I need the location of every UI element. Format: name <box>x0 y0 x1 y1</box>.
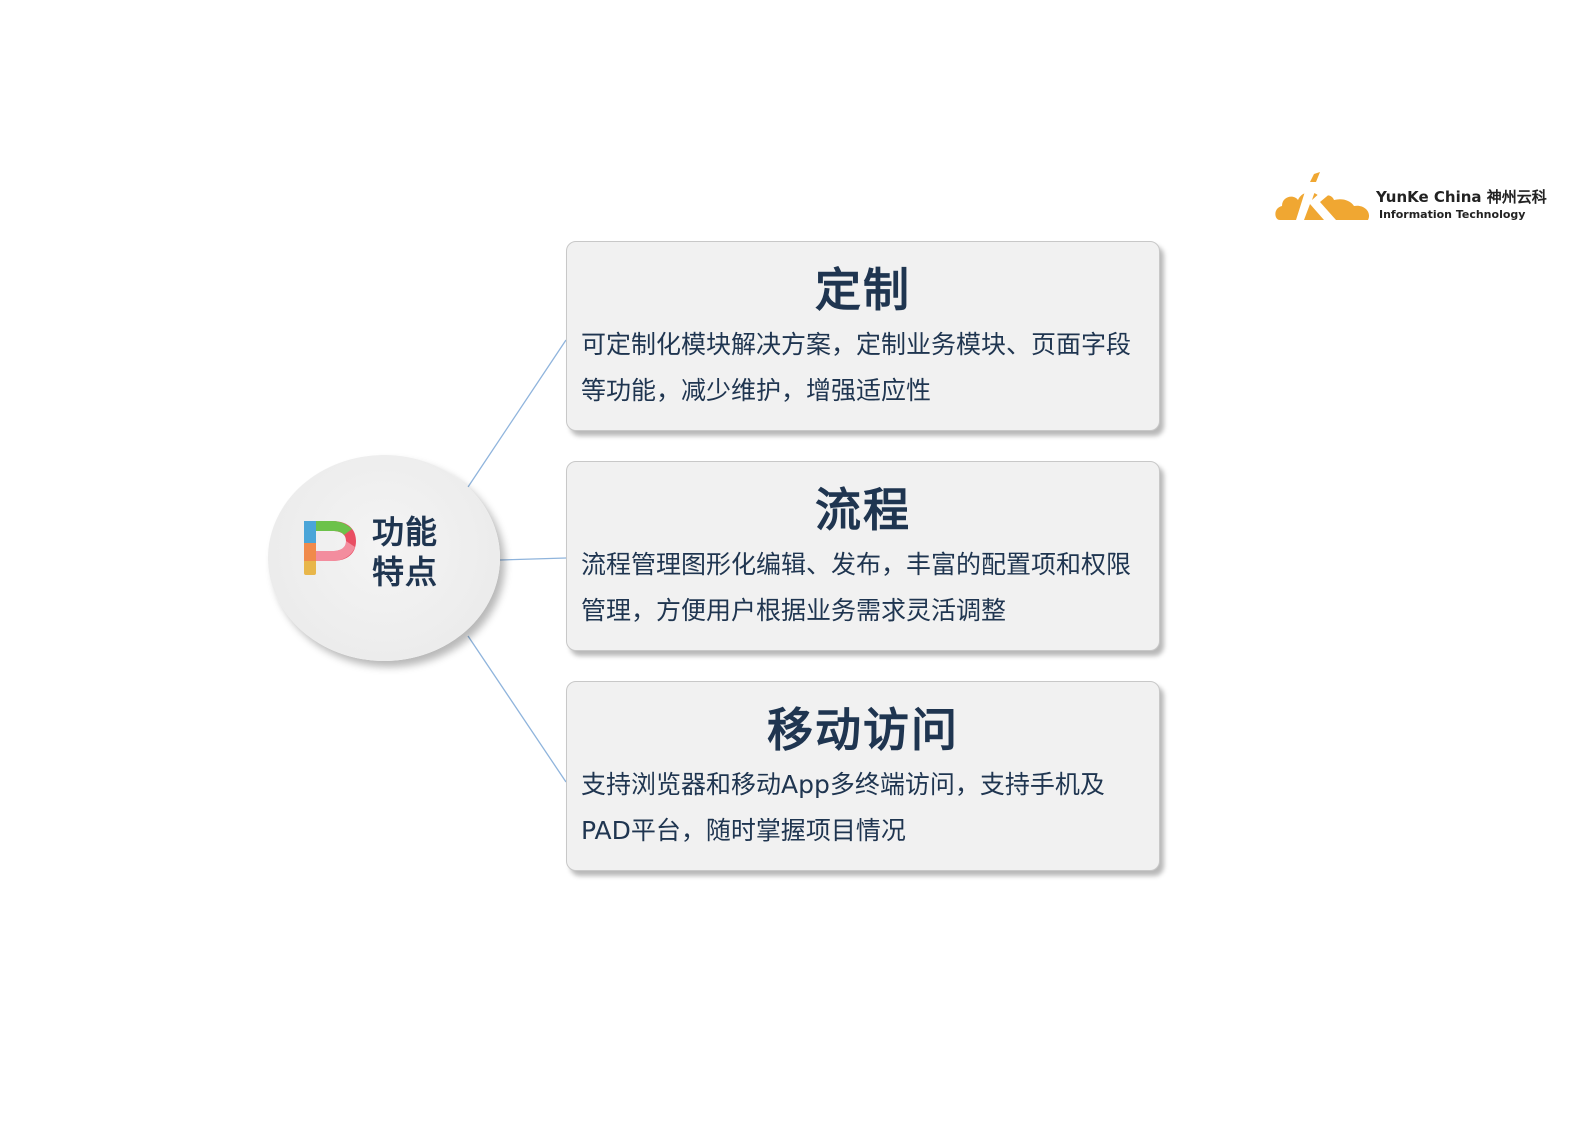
card-title: 移动访问 <box>767 703 959 757</box>
feature-card-customization: 定制 可定制化模块解决方案，定制业务模块、页面字段等功能，减少维护，增强适应性 <box>566 241 1160 431</box>
feature-card-workflow: 流程 流程管理图形化编辑、发布，丰富的配置项和权限管理，方便用户根据业务需求灵活… <box>566 461 1160 651</box>
brand-subtitle: Information Technology <box>1379 208 1526 221</box>
card-description: 流程管理图形化编辑、发布，丰富的配置项和权限管理，方便用户根据业务需求灵活调整 <box>581 550 1132 625</box>
feature-card-mobile-access: 移动访问 支持浏览器和移动App多终端访问，支持手机及PAD平台，随时掌握项目情… <box>566 681 1160 871</box>
connector-to-card-3 <box>467 635 567 783</box>
colorful-p-logo-icon <box>304 521 356 575</box>
yunke-k-icon <box>1275 172 1370 220</box>
connector-to-card-1 <box>467 339 567 488</box>
card-description: 可定制化模块解决方案，定制业务模块、页面字段等功能，减少维护，增强适应性 <box>581 330 1132 405</box>
card-description: 支持浏览器和移动App多终端访问，支持手机及PAD平台，随时掌握项目情况 <box>581 770 1105 845</box>
brand-name: YunKe China 神州云科 <box>1376 188 1547 206</box>
hub-label: 功能特点 <box>372 513 439 591</box>
brand-logo: YunKe China 神州云科 Information Technology <box>1274 168 1547 228</box>
card-title: 流程 <box>815 483 911 537</box>
connector-to-card-2 <box>499 557 567 561</box>
card-title: 定制 <box>815 263 911 317</box>
